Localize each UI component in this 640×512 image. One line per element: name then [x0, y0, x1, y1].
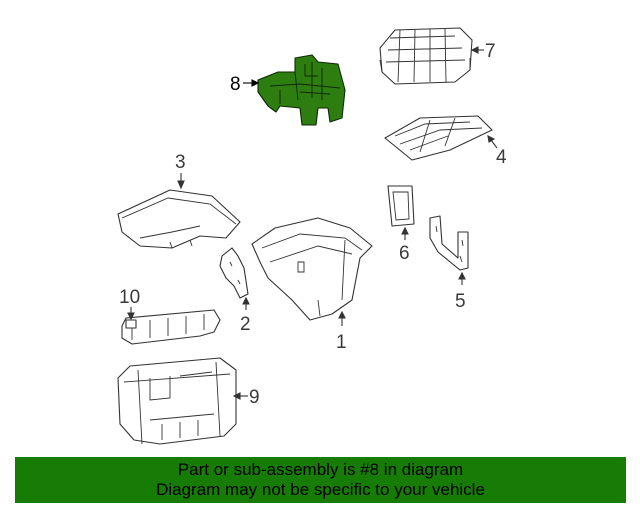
footer-banner: Part or sub-assembly is #8 in diagram Di…	[15, 457, 626, 503]
callout-4[interactable]: 4	[487, 135, 507, 168]
callout-2[interactable]: 2	[240, 296, 251, 335]
callout-6-label: 6	[399, 243, 410, 264]
callout-10-label: 10	[119, 287, 140, 308]
part-4-tray[interactable]	[384, 115, 493, 161]
part-1-housing[interactable]	[251, 217, 373, 321]
footer-line-2: Diagram may not be specific to your vehi…	[156, 480, 485, 499]
callout-5-label: 5	[455, 291, 466, 312]
callout-7[interactable]: 7	[470, 41, 496, 62]
callout-7-label: 7	[485, 41, 496, 62]
callout-1-label: 1	[336, 332, 347, 353]
part-5-bracket[interactable]	[429, 215, 469, 271]
callout-3[interactable]: 3	[175, 152, 186, 190]
part-9-junction-block[interactable]	[117, 357, 237, 445]
callout-1[interactable]: 1	[336, 310, 347, 353]
callout-4-label: 4	[496, 147, 507, 168]
part-8-highlighted-bracket[interactable]	[257, 54, 346, 126]
callout-9-label: 9	[249, 387, 260, 408]
callout-6[interactable]: 6	[399, 226, 410, 264]
part-2-bracket[interactable]	[219, 247, 249, 299]
callout-10[interactable]: 10	[119, 287, 140, 321]
part-6-seal[interactable]	[387, 185, 415, 227]
part-10-connector[interactable]	[121, 309, 221, 345]
callout-3-label: 3	[175, 152, 186, 173]
part-7-relay-box[interactable]	[379, 27, 473, 85]
part-3-cover[interactable]	[117, 189, 241, 249]
callout-8[interactable]: 8	[230, 74, 260, 95]
callout-8-label: 8	[230, 74, 241, 95]
footer-line-1: Part or sub-assembly is #8 in diagram	[177, 460, 464, 479]
callout-9[interactable]: 9	[232, 387, 260, 408]
callout-2-label: 2	[240, 314, 251, 335]
parts-diagram: 7 8 4 3 6	[117, 27, 507, 445]
callout-5[interactable]: 5	[455, 271, 466, 312]
